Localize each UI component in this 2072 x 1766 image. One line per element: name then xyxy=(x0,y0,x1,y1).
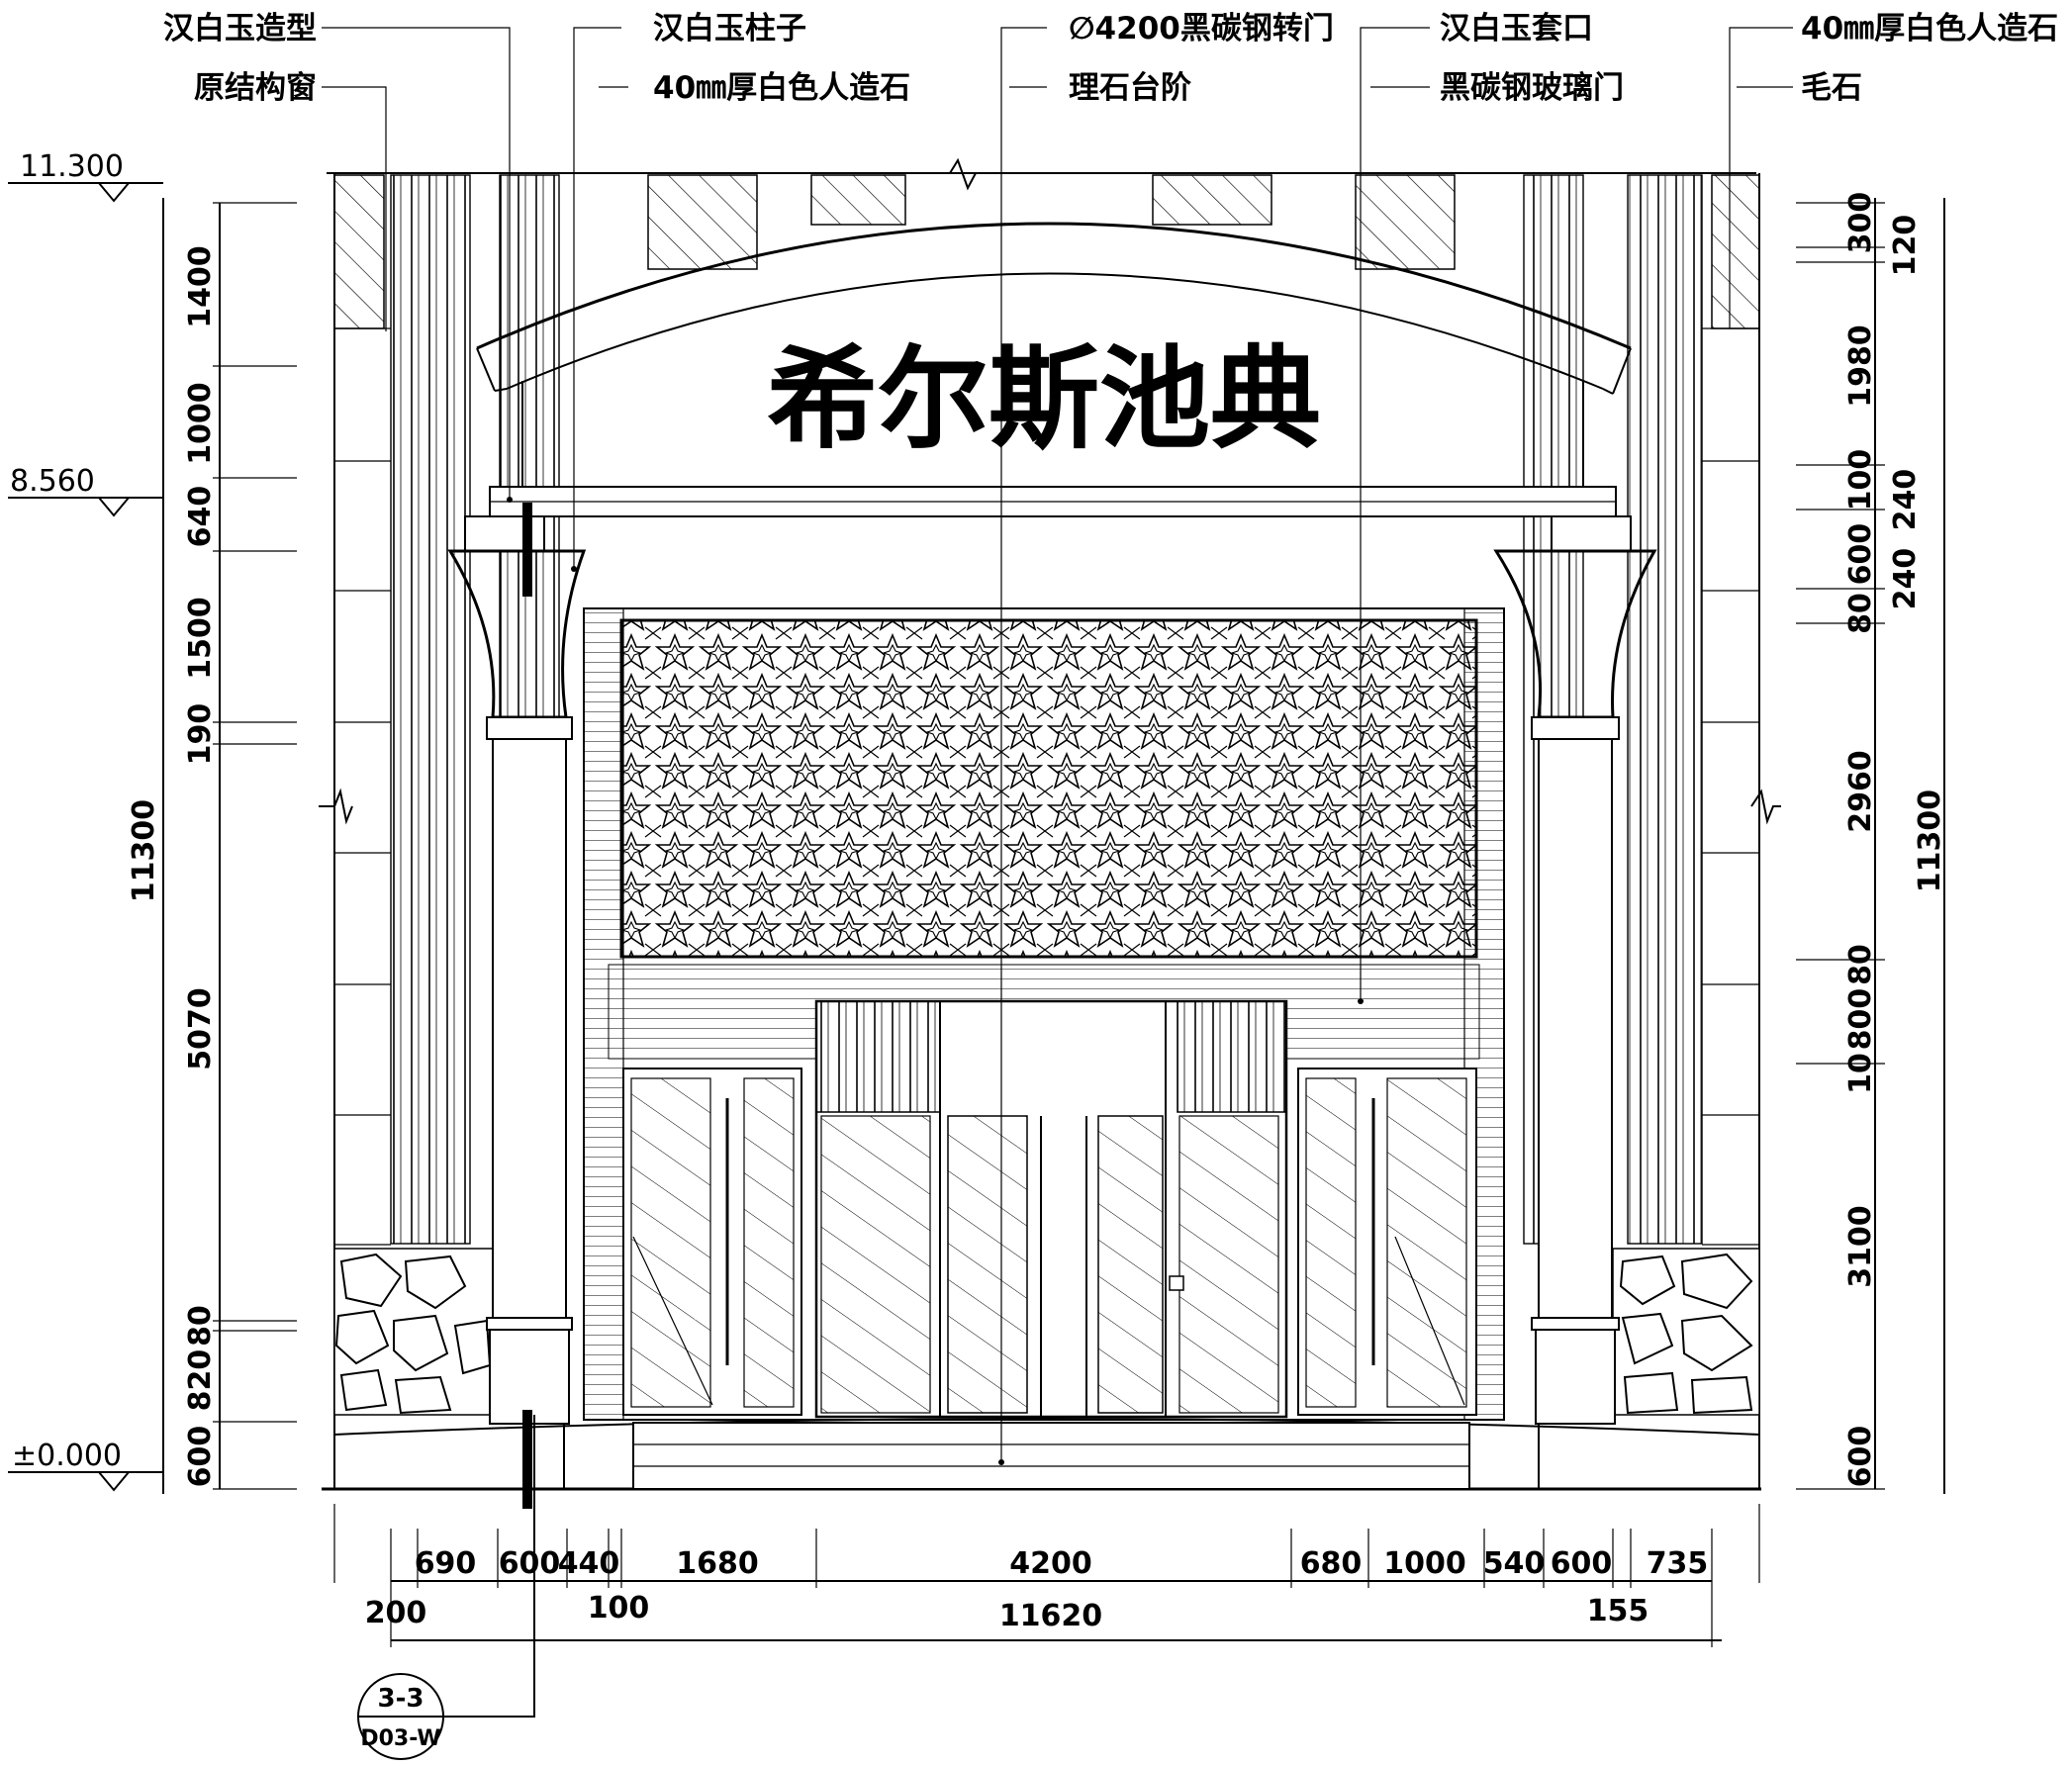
right-dimension-lines xyxy=(1796,198,1945,1494)
right-dim-total: 11300 xyxy=(1913,790,1947,892)
upper-wall-hatching xyxy=(333,174,1760,329)
callout-artificial-stone-right: 40㎜厚白色人造石 xyxy=(1801,11,2058,46)
left-dim-640: 640 xyxy=(183,486,218,548)
right-dim-10: 10 xyxy=(1843,1053,1878,1094)
section-reference xyxy=(357,1415,535,1760)
elevation-mid: 8.560 xyxy=(10,464,95,499)
right-dim-800: 800 xyxy=(1843,988,1878,1051)
callout-marble-steps: 理石台阶 xyxy=(1069,70,1191,106)
arched-canopy xyxy=(476,222,1632,517)
left-dimension-texts: 1400 1000 640 1500 190 5070 80 820 600 1… xyxy=(127,245,218,1487)
right-dim-80a: 80 xyxy=(1843,593,1878,634)
marble-steps xyxy=(333,1418,1760,1490)
callout-marble-column: 汉白玉柱子 xyxy=(653,11,806,46)
lattice-screen xyxy=(619,618,1478,959)
right-dim-120: 120 xyxy=(1888,215,1923,277)
right-dimension-texts: 300 120 1980 100 240 600 240 80 2960 80 … xyxy=(1843,192,1947,1488)
left-column xyxy=(447,503,587,1509)
left-dim-1000: 1000 xyxy=(183,382,218,465)
store-sign: 希尔斯池典 xyxy=(767,335,1321,464)
right-dim-600: 600 xyxy=(1843,523,1878,586)
right-dim-3100: 3100 xyxy=(1843,1205,1878,1288)
left-dim-5070: 5070 xyxy=(183,987,218,1070)
callout-glass-door: 黑碳钢玻璃门 xyxy=(1440,70,1624,106)
bottom-dim-600b: 600 xyxy=(1551,1546,1613,1581)
section-sheet: D03-W xyxy=(360,1726,440,1751)
bottom-dim-600a: 600 xyxy=(499,1546,561,1581)
revolving-door xyxy=(814,999,1288,1419)
bottom-dim-680: 680 xyxy=(1300,1546,1363,1581)
callout-original-window: 原结构窗 xyxy=(194,70,317,106)
right-dim-300: 300 xyxy=(1843,192,1878,254)
left-dim-1500: 1500 xyxy=(183,597,218,680)
right-glass-door xyxy=(1297,1068,1477,1416)
bottom-dim-100: 100 xyxy=(588,1591,650,1626)
bottom-dim-total: 11620 xyxy=(999,1599,1102,1633)
right-column xyxy=(1493,515,1657,1425)
right-dim-2960: 2960 xyxy=(1843,750,1878,833)
left-dim-600: 600 xyxy=(183,1426,218,1488)
bottom-dim-1000: 1000 xyxy=(1383,1546,1466,1581)
left-dim-820: 820 xyxy=(183,1349,218,1412)
left-dim-190: 190 xyxy=(183,703,218,766)
bottom-dimension-texts: 690 600 440 1680 4200 680 1000 540 600 7… xyxy=(365,1546,1709,1633)
right-wall-panels xyxy=(1702,327,1759,1246)
right-dim-600b: 600 xyxy=(1843,1426,1878,1488)
bottom-dim-155: 155 xyxy=(1587,1594,1649,1628)
callout-rubble-stone: 毛石 xyxy=(1801,70,1862,106)
right-dim-100: 100 xyxy=(1843,449,1878,511)
elevation-top: 11.300 xyxy=(20,149,124,184)
left-rubble-stone xyxy=(333,1248,494,1416)
bottom-dim-540: 540 xyxy=(1483,1546,1546,1581)
left-wall-panels xyxy=(334,327,391,1246)
right-dim-240b: 240 xyxy=(1888,548,1923,610)
callout-marble-trim: 汉白玉套口 xyxy=(1440,11,1593,46)
left-dimension-lines xyxy=(162,198,297,1494)
callout-revolving-door: ∅4200黑碳钢转门 xyxy=(1069,11,1334,46)
bottom-dim-690: 690 xyxy=(415,1546,477,1581)
bottom-dim-4200: 4200 xyxy=(1009,1546,1092,1581)
bottom-dim-200: 200 xyxy=(365,1596,427,1630)
left-dim-1400: 1400 xyxy=(183,245,218,328)
callout-leaders xyxy=(322,27,1793,1465)
bottom-dimension-lines xyxy=(333,1504,1760,1647)
bottom-dim-440: 440 xyxy=(558,1546,620,1581)
right-dim-80b: 80 xyxy=(1843,944,1878,985)
bottom-dim-1680: 1680 xyxy=(676,1546,759,1581)
left-glass-door xyxy=(622,1068,802,1416)
left-dim-total: 11300 xyxy=(127,799,161,902)
bottom-dim-735: 735 xyxy=(1647,1546,1709,1581)
right-rubble-stone xyxy=(1612,1248,1760,1416)
right-dim-1980: 1980 xyxy=(1843,325,1878,408)
elevation-marks xyxy=(8,182,163,1492)
elevation-ground: ±0.000 xyxy=(12,1439,122,1473)
callout-marble-shape: 汉白玉造型 xyxy=(163,11,317,46)
section-number: 3-3 xyxy=(378,1684,424,1714)
right-dim-240a: 240 xyxy=(1888,469,1923,531)
left-dim-80: 80 xyxy=(183,1305,218,1347)
callout-artificial-stone-left: 40㎜厚白色人造石 xyxy=(653,70,910,106)
